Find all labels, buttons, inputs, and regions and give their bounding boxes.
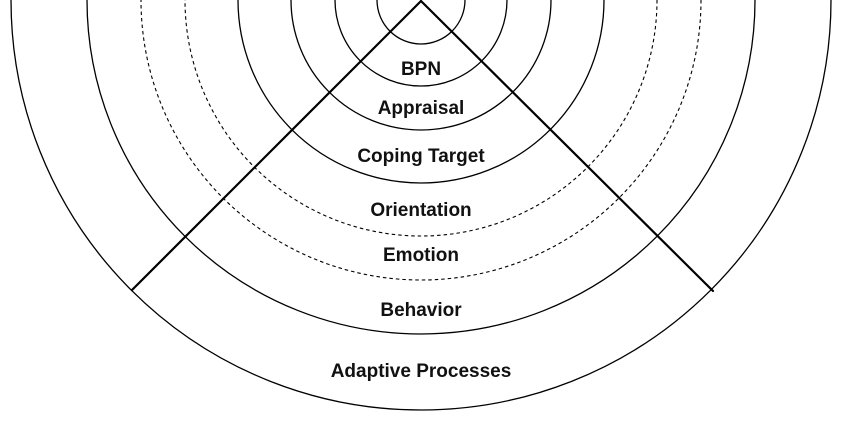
triangle-left-edge xyxy=(130,0,423,292)
ring-4 xyxy=(237,0,605,184)
ring-1 xyxy=(376,0,466,45)
ring-6 xyxy=(140,0,702,281)
label-adaptive-processes: Adaptive Processes xyxy=(331,361,512,382)
ring-5 xyxy=(184,0,658,237)
ring-7 xyxy=(86,0,756,335)
label-orientation: Orientation xyxy=(370,200,471,221)
layer-labels: BPN Appraisal Coping Target Orientation … xyxy=(331,59,512,382)
ring-2 xyxy=(334,0,508,87)
label-emotion: Emotion xyxy=(383,245,459,266)
concentric-rings xyxy=(10,0,832,411)
label-appraisal: Appraisal xyxy=(378,98,465,119)
triangle-right-edge xyxy=(419,0,715,293)
ring-3 xyxy=(290,0,552,131)
label-coping-target: Coping Target xyxy=(357,146,485,167)
label-bpn: BPN xyxy=(401,59,441,80)
label-behavior: Behavior xyxy=(380,300,462,321)
ring-8 xyxy=(10,0,832,411)
triangle-edges xyxy=(130,0,715,293)
